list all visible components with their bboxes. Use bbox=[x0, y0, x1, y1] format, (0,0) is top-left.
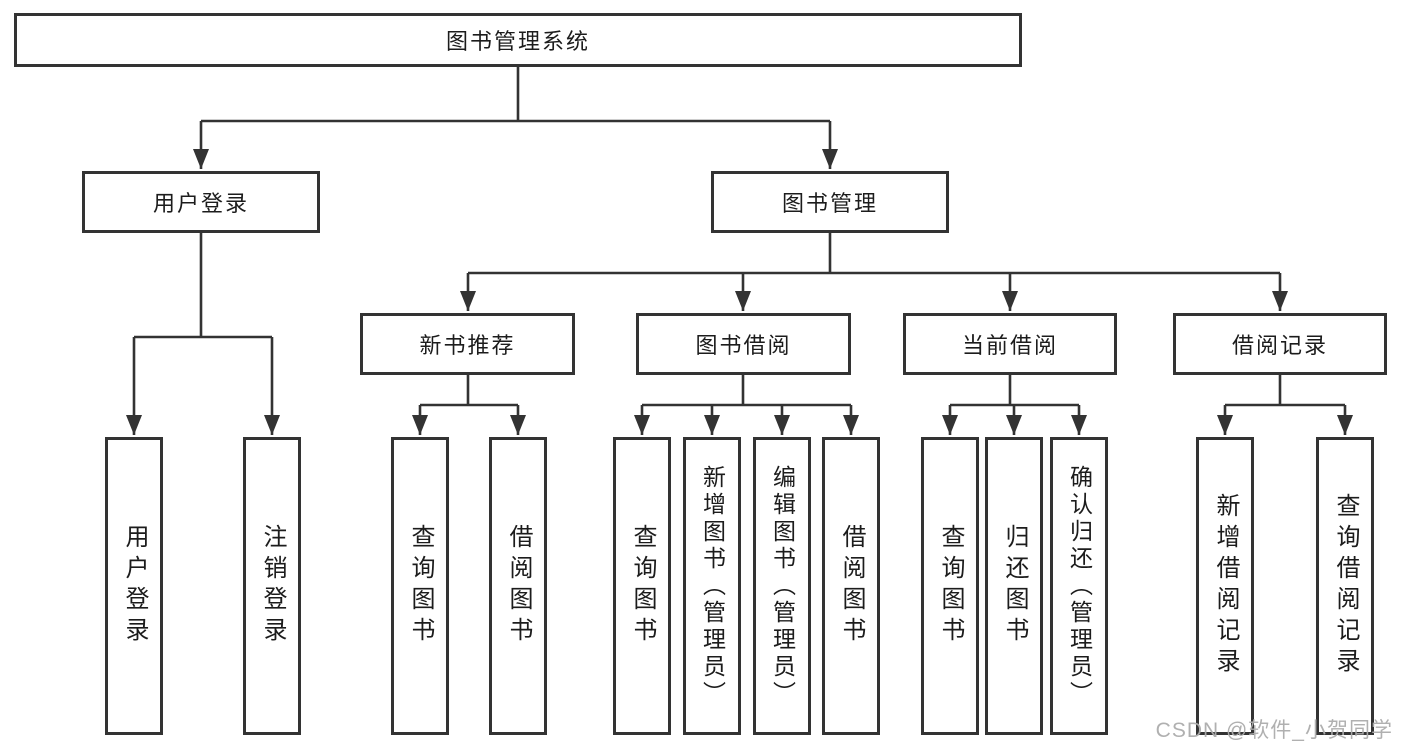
leaf-query-books-recommend: 查询图书 bbox=[391, 437, 449, 735]
node-root: 图书管理系统 bbox=[14, 13, 1022, 67]
leaf-edit-books-admin: 编辑图书（管理员） bbox=[753, 437, 811, 735]
node-current-borrow: 当前借阅 bbox=[903, 313, 1117, 375]
node-user-login: 用户登录 bbox=[82, 171, 320, 233]
leaf-borrow-books: 借阅图书 bbox=[822, 437, 880, 735]
node-book-management: 图书管理 bbox=[711, 171, 949, 233]
leaf-borrow-books-recommend: 借阅图书 bbox=[489, 437, 547, 735]
watermark: CSDN @软件_小贺同学 bbox=[1155, 719, 1393, 742]
node-new-book-recommend: 新书推荐 bbox=[360, 313, 575, 375]
leaf-confirm-return-admin: 确认归还（管理员） bbox=[1050, 437, 1108, 735]
leaf-query-books-borrow: 查询图书 bbox=[613, 437, 671, 735]
leaf-return-books: 归还图书 bbox=[985, 437, 1043, 735]
node-borrow-records: 借阅记录 bbox=[1173, 313, 1387, 375]
leaf-query-books-current: 查询图书 bbox=[921, 437, 979, 735]
leaf-logout: 注销登录 bbox=[243, 437, 301, 735]
node-book-borrow: 图书借阅 bbox=[636, 313, 851, 375]
leaf-user-login: 用户登录 bbox=[105, 437, 163, 735]
leaf-add-borrow-record: 新增借阅记录 bbox=[1196, 437, 1254, 735]
leaf-query-borrow-record: 查询借阅记录 bbox=[1316, 437, 1374, 735]
leaf-add-books-admin: 新增图书（管理员） bbox=[683, 437, 741, 735]
